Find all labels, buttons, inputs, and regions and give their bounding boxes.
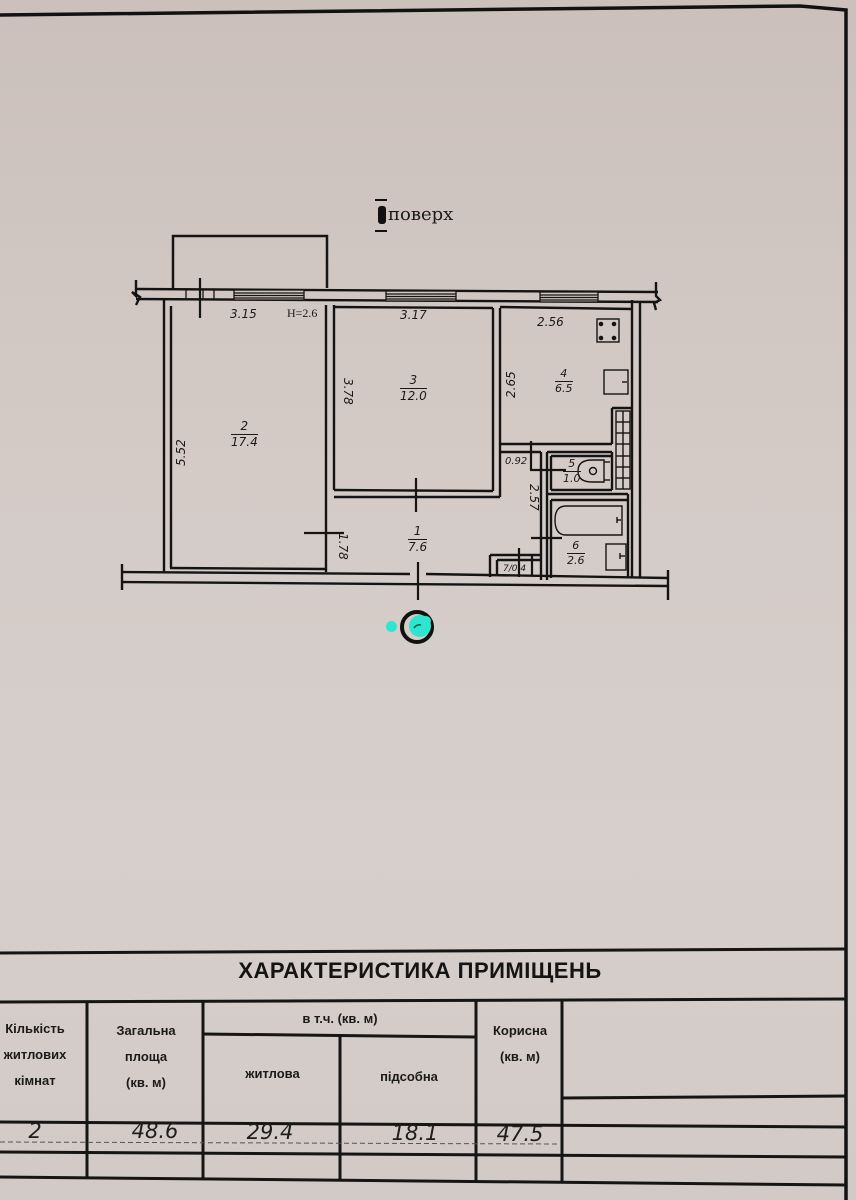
dim-room4-width: 2.56 xyxy=(537,315,564,329)
header-total-area: Загальна площа (кв. м) xyxy=(90,1018,202,1096)
room-7-label: 7/0.4 xyxy=(503,564,527,574)
header-line: Загальна xyxy=(116,1023,176,1038)
balcony xyxy=(171,234,329,288)
dim-corridor-depth: 2.57 xyxy=(527,484,541,511)
table-grid xyxy=(0,947,847,1187)
value-living-area: 29.4 xyxy=(246,1120,294,1144)
value-useful-area: 47.5 xyxy=(496,1122,544,1146)
dim-room2-length: 5.52 xyxy=(174,439,188,466)
room-4-label: 4 6.5 xyxy=(555,367,573,396)
header-auxiliary: підсобна xyxy=(380,1069,438,1084)
header-useful: Корисна (кв. м) xyxy=(478,1018,562,1070)
header-line: площа xyxy=(124,1049,168,1064)
bath-fixtures xyxy=(554,505,627,571)
room-number: 2 xyxy=(231,419,258,436)
entrance-compass-icon[interactable] xyxy=(398,608,436,646)
room-3-label: 3 12.0 xyxy=(400,373,427,404)
header-line: Корисна xyxy=(492,1023,548,1038)
floor-number-mark xyxy=(375,198,387,232)
floor-label: поверх xyxy=(375,198,454,232)
room-6-label: 6 2.6 xyxy=(567,539,585,568)
room-area: 7.6 xyxy=(408,540,428,555)
walls xyxy=(120,280,670,600)
value-guideline xyxy=(0,1141,560,1145)
room-number: 3 xyxy=(400,373,427,390)
dim-room3-width: 3.17 xyxy=(400,308,427,322)
value-auxiliary-area: 18.1 xyxy=(391,1121,439,1145)
room-area: 17.4 xyxy=(231,435,258,450)
room-number: 6 xyxy=(567,539,585,555)
header-line: житлових xyxy=(3,1047,67,1062)
room-number: 4 xyxy=(555,367,573,383)
windows xyxy=(185,289,599,303)
room-5-label: 5 1.0 xyxy=(563,457,581,486)
room-number: 5 xyxy=(563,457,581,473)
header-rooms-count: Кількість житлових кімнат xyxy=(0,1016,90,1094)
header-line: (кв. м) xyxy=(126,1075,166,1090)
dim-corridor-length: 1.78 xyxy=(336,533,350,560)
room-1-label: 1 7.6 xyxy=(408,524,428,555)
room-number: 1 xyxy=(408,524,428,541)
header-line: Кількість xyxy=(5,1021,65,1036)
dim-room4-length: 2.65 xyxy=(504,371,518,398)
header-incl: в т.ч. (кв. м) xyxy=(302,1011,378,1026)
header-line: (кв. м) xyxy=(500,1049,540,1064)
room-2-label: 2 17.4 xyxy=(231,419,258,450)
ceiling-height: H=2.6 xyxy=(287,306,318,320)
dim-room2-width: 3.15 xyxy=(230,307,257,321)
marker-dot xyxy=(386,621,397,632)
kitchen-fixtures xyxy=(596,318,631,490)
header-line: кімнат xyxy=(14,1073,56,1088)
room-area: 12.0 xyxy=(400,389,427,404)
table-title: ХАРАКТЕРИСТИКА ПРИМІЩЕНЬ xyxy=(238,958,602,983)
room-area: 2.6 xyxy=(567,554,585,568)
header-living: житлова xyxy=(245,1066,300,1081)
value-rooms-count: 2 xyxy=(28,1119,42,1143)
dim-wc-width: 0.92 xyxy=(505,456,528,467)
doors xyxy=(198,278,566,600)
toilet-fixture xyxy=(577,459,610,483)
dim-room3-length: 3.78 xyxy=(341,378,355,405)
value-total-area: 48.6 xyxy=(131,1119,179,1143)
room-area: 1.0 xyxy=(563,472,581,486)
room-area: 6.5 xyxy=(555,382,573,396)
floor-label-text: поверх xyxy=(388,204,454,225)
